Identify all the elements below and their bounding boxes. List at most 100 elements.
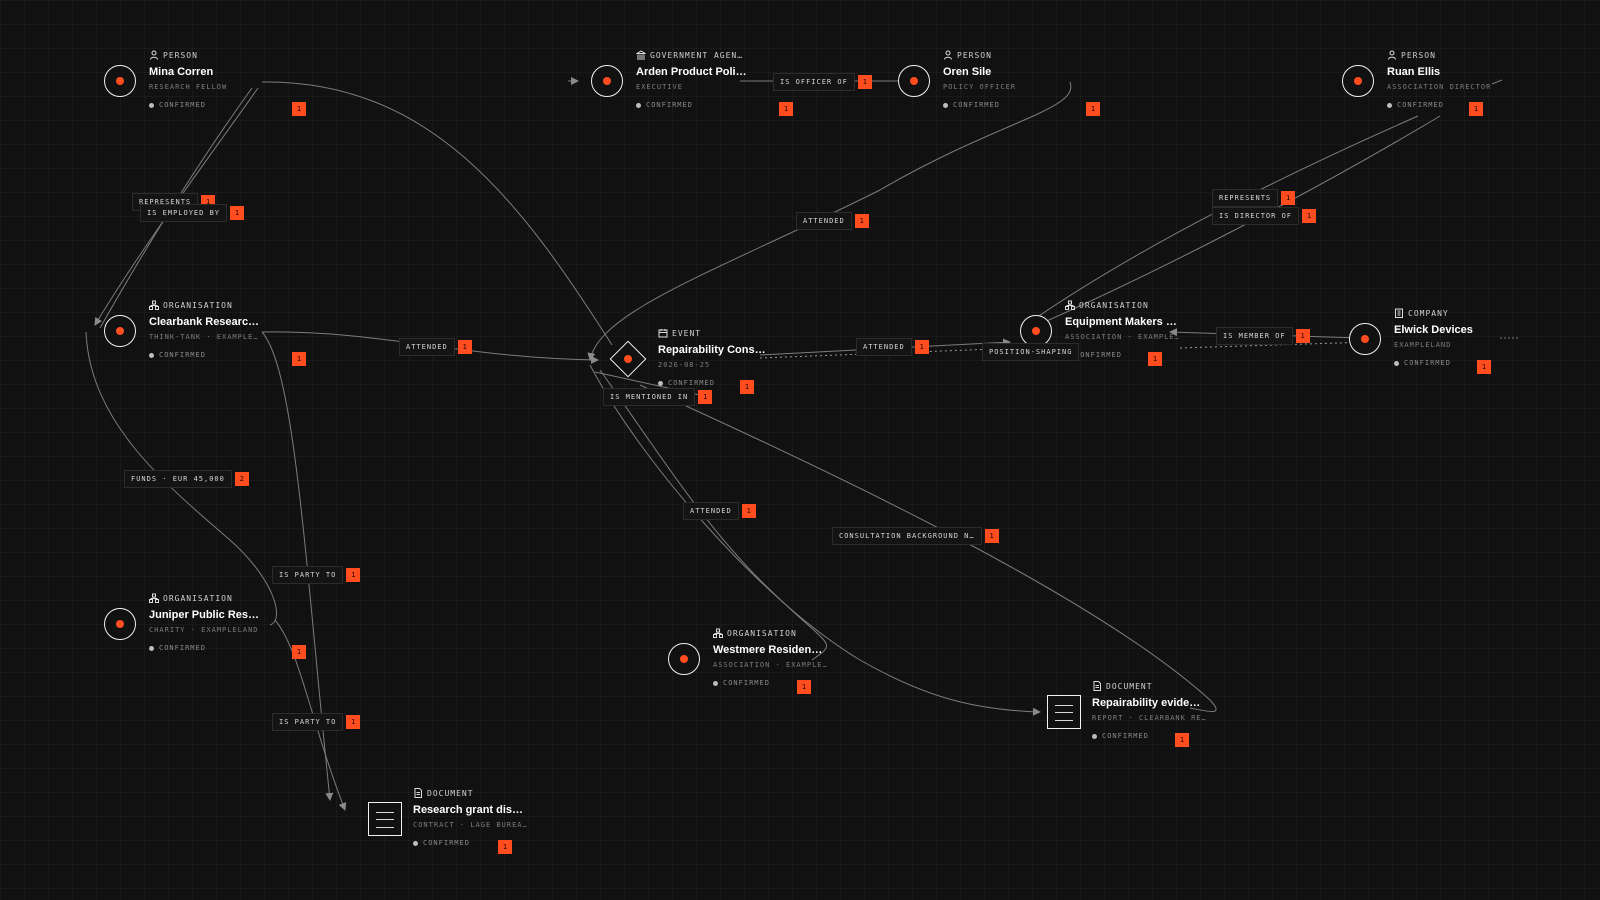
count-badge[interactable]: 1: [740, 380, 754, 394]
node-status: CONFIRMED: [723, 679, 770, 687]
count-badge[interactable]: 1: [292, 102, 306, 116]
edge-label-text: IS EMPLOYED BY: [140, 204, 228, 222]
count-badge[interactable]: 1: [779, 102, 793, 116]
organisation-node-circle[interactable]: [1020, 315, 1052, 347]
node-kind: ORGANISATION: [163, 593, 233, 603]
node-equipment[interactable]: ORGANISATION Equipment Makers … ASSOCIAT…: [1020, 299, 1310, 379]
company-icon: [1395, 308, 1403, 318]
status-dot: [636, 102, 641, 108]
node-mina[interactable]: PERSON Mina Corren RESEARCH FELLOW CONFI…: [104, 49, 394, 129]
document-node-square[interactable]: [368, 802, 402, 836]
edge-label-is-employed-by[interactable]: IS EMPLOYED BY 1: [140, 204, 245, 222]
edge-label-attended[interactable]: ATTENDED 1: [796, 212, 869, 230]
count-badge[interactable]: 1: [914, 340, 929, 354]
node-event[interactable]: EVENT Repairability Cons… 2026-08-25 CON…: [609, 327, 902, 407]
status-dot: [413, 840, 418, 846]
edge-label-text: ATTENDED: [399, 338, 455, 356]
count-badge[interactable]: 1: [984, 529, 999, 543]
count-badge[interactable]: 1: [292, 352, 306, 366]
node-status: CONFIRMED: [159, 351, 206, 359]
count-badge[interactable]: 1: [1281, 191, 1296, 205]
count-badge[interactable]: 1: [1302, 209, 1317, 223]
count-badge[interactable]: 1: [346, 568, 361, 582]
edge-ruan-equipment-director: [1039, 115, 1441, 325]
count-badge[interactable]: 1: [1175, 733, 1189, 747]
count-badge[interactable]: 2: [234, 472, 249, 486]
node-kind: EVENT: [672, 328, 702, 338]
node-kind: PERSON: [1401, 50, 1436, 60]
person-node-circle[interactable]: [104, 65, 136, 97]
count-badge[interactable]: 1: [1086, 102, 1100, 116]
count-badge[interactable]: 1: [698, 390, 713, 404]
count-badge[interactable]: 1: [741, 504, 756, 518]
edge-label-is-party-to[interactable]: IS PARTY TO 1: [272, 566, 361, 584]
node-elwick[interactable]: COMPANY Elwick Devices EXAMPLELAND CONFI…: [1349, 307, 1600, 387]
company-node-circle[interactable]: [1349, 323, 1381, 355]
node-clearbank[interactable]: ORGANISATION Clearbank Researc… THINK-TA…: [104, 299, 394, 379]
count-badge[interactable]: 1: [1295, 329, 1310, 343]
node-status: CONFIRMED: [423, 839, 470, 847]
edge-label-attended[interactable]: ATTENDED 1: [856, 338, 929, 356]
node-ruan[interactable]: PERSON Ruan Ellis ASSOCIATION DIRECTOR C…: [1342, 49, 1600, 129]
edge-label-consultation-background[interactable]: CONSULTATION BACKGROUND N… 1: [832, 527, 999, 545]
node-subtitle: ASSOCIATION · EXAMPLE…: [1065, 333, 1180, 341]
edge-label-funds[interactable]: FUNDS · EUR 45,000 2: [124, 470, 249, 488]
node-repairdoc[interactable]: DOCUMENT Repairability evide… REPORT · C…: [1047, 680, 1337, 760]
count-badge[interactable]: 1: [292, 645, 306, 659]
document-icon: [414, 788, 422, 798]
node-kind: ORGANISATION: [163, 300, 233, 310]
edge-ruan-equipment-represents: [1029, 115, 1419, 323]
node-title: Juniper Public Res…: [149, 609, 260, 621]
event-node-diamond[interactable]: [609, 340, 647, 378]
edge-label-position-shaping[interactable]: POSITION-SHAPING: [982, 343, 1080, 361]
edge-label-text: REPRESENTS: [1212, 189, 1279, 207]
node-arden[interactable]: GOVERNMENT AGEN… Arden Product Poli… EXE…: [591, 49, 881, 129]
node-kind: PERSON: [163, 50, 198, 60]
edge-label-is-party-to[interactable]: IS PARTY TO 1: [272, 713, 361, 731]
edge-label-text: FUNDS · EUR 45,000: [124, 470, 232, 488]
organisation-icon: [1065, 300, 1075, 310]
node-grantdoc[interactable]: DOCUMENT Research grant dis… CONTRACT · …: [368, 787, 658, 867]
organisation-node-circle[interactable]: [104, 608, 136, 640]
person-node-circle[interactable]: [1342, 65, 1374, 97]
status-dot: [943, 102, 948, 108]
person-node-circle[interactable]: [898, 65, 930, 97]
node-subtitle: EXAMPLELAND: [1394, 341, 1452, 349]
count-badge[interactable]: 1: [498, 840, 512, 854]
count-badge[interactable]: 1: [854, 214, 869, 228]
edge-label-attended[interactable]: ATTENDED 1: [399, 338, 472, 356]
node-subtitle: ASSOCIATION · EXAMPLE…: [713, 661, 828, 669]
node-juniper[interactable]: ORGANISATION Juniper Public Res… CHARITY…: [104, 592, 394, 672]
organisation-node-circle[interactable]: [104, 315, 136, 347]
edge-label-is-director-of[interactable]: IS DIRECTOR OF 1: [1212, 207, 1317, 225]
organisation-node-circle[interactable]: [668, 643, 700, 675]
node-oren[interactable]: PERSON Oren Sile POLICY OFFICER CONFIRME…: [898, 49, 1188, 129]
node-kind: GOVERNMENT AGEN…: [650, 50, 744, 60]
edge-label-is-officer-of[interactable]: IS OFFICER OF 1: [773, 73, 872, 91]
edge-label-is-mentioned-in[interactable]: IS MENTIONED IN 1: [603, 388, 713, 406]
count-badge[interactable]: 1: [1148, 352, 1162, 366]
organisation-node-circle[interactable]: [591, 65, 623, 97]
edge-ruan-out: [1491, 79, 1503, 85]
node-status: CONFIRMED: [1404, 359, 1451, 367]
edge-clearbank-doc: [261, 331, 334, 801]
count-badge[interactable]: 1: [230, 206, 245, 220]
count-badge[interactable]: 1: [457, 340, 472, 354]
count-badge[interactable]: 1: [346, 715, 361, 729]
status-dot: [1387, 102, 1392, 108]
node-status: CONFIRMED: [1075, 351, 1122, 359]
count-badge[interactable]: 1: [797, 680, 811, 694]
edge-label-text: IS MENTIONED IN: [603, 388, 696, 406]
status-dot: [149, 352, 154, 358]
edge-label-is-member-of[interactable]: IS MEMBER OF 1: [1216, 327, 1310, 345]
edge-event-westmere: [599, 369, 827, 661]
edge-label-represents[interactable]: REPRESENTS 1: [1212, 189, 1296, 207]
count-badge[interactable]: 1: [1469, 102, 1483, 116]
node-westmere[interactable]: ORGANISATION Westmere Residen… ASSOCIATI…: [668, 627, 958, 707]
count-badge[interactable]: 1: [857, 75, 872, 89]
node-subtitle: THINK-TANK · EXAMPLE…: [149, 333, 259, 341]
node-status: CONFIRMED: [953, 101, 1000, 109]
document-node-square[interactable]: [1047, 695, 1081, 729]
count-badge[interactable]: 1: [1477, 360, 1491, 374]
edge-label-attended[interactable]: ATTENDED 1: [683, 502, 756, 520]
